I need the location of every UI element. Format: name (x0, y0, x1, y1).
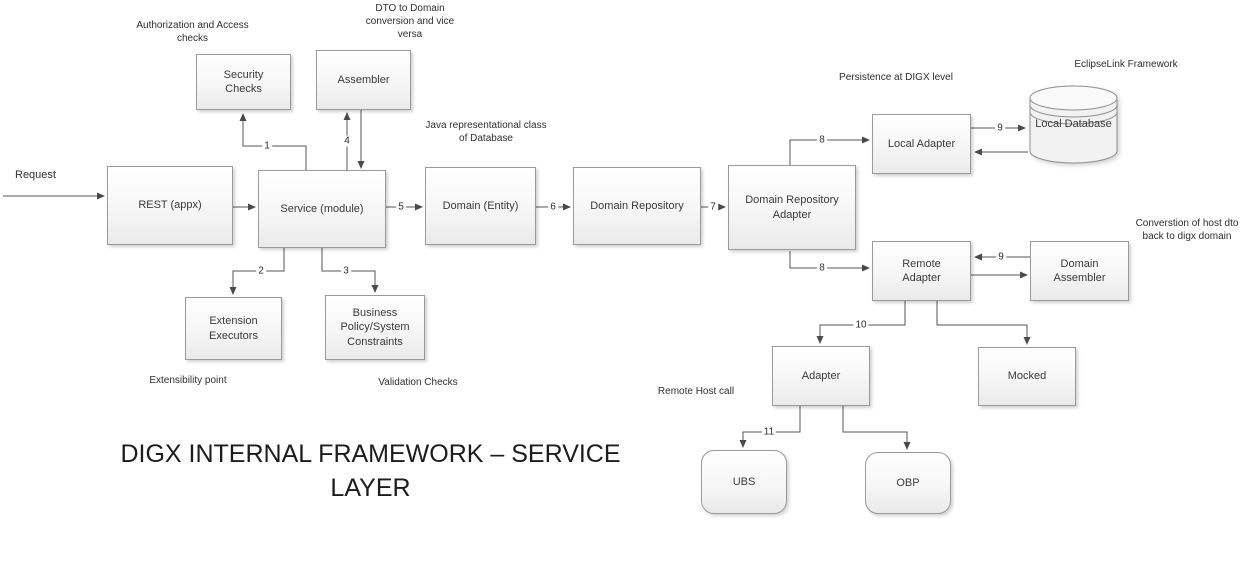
node-domain-repository: Domain Repository (573, 167, 701, 245)
annotation-eclipselink: EclipseLink Framework (1074, 59, 1178, 70)
node-obp: OBP (865, 452, 951, 514)
edge-label-9a: 9 (995, 122, 1005, 134)
node-domain-repository-adapter-label: Domain Repository Adapter (745, 194, 839, 221)
edge-label-10: 10 (853, 319, 869, 331)
node-extension-executors-label: Extension Executors (209, 315, 258, 342)
edge-adapter-to-obp (842, 406, 911, 450)
node-local-adapter-label: Local Adapter (887, 137, 956, 150)
edge-service-to-security (239, 113, 307, 170)
node-local-adapter: Local Adapter (872, 114, 971, 174)
node-security-checks: Security Checks (196, 54, 291, 110)
node-domain-repository-adapter: Domain Repository Adapter (728, 165, 856, 250)
node-adapter-label: Adapter (801, 369, 841, 382)
node-mocked-label: Mocked (1007, 370, 1047, 383)
edge-label-8b: 8 (817, 262, 827, 274)
node-business-policy: Business Policy/System Constraints (325, 295, 425, 360)
edge-label-9b: 9 (996, 251, 1006, 263)
edge-label-11: 11 (761, 426, 777, 438)
edge-remote-adapter-to-mocked (936, 301, 1031, 345)
edge-label-8a: 8 (817, 134, 827, 146)
annotation-remote-host: Remote Host call (657, 386, 735, 397)
annotation-extensibility: Extensibility point (149, 375, 227, 386)
edge-repo-adapter-to-remote-adapter (789, 251, 870, 272)
edge-label-1: 1 (262, 140, 272, 152)
node-mocked: Mocked (978, 347, 1076, 406)
node-rest-label: REST (appx) (138, 199, 202, 212)
node-local-database-label: Local Database (1035, 118, 1112, 130)
annotation-java-representation: Java representational class of Database (425, 120, 547, 144)
node-ubs-label: UBS (732, 475, 756, 488)
annotation-host-dto-conversion: Converstion of host dto back to digx dom… (1135, 218, 1239, 242)
node-assembler: Assembler (316, 50, 411, 110)
node-extension-executors: Extension Executors (185, 297, 282, 360)
node-rest: REST (appx) (107, 166, 233, 245)
node-local-database: Local Database (1028, 84, 1119, 166)
node-assembler-label: Assembler (337, 73, 390, 86)
node-business-policy-label: Business Policy/System Constraints (340, 307, 410, 348)
database-cylinder-icon (1029, 85, 1118, 164)
annotation-authorization: Authorization and Access checks (136, 20, 249, 44)
edge-label-3: 3 (341, 265, 351, 277)
node-service-label: Service (module) (280, 202, 364, 215)
edge-label-6: 6 (548, 201, 558, 213)
annotation-validation: Validation Checks (378, 377, 458, 388)
node-domain-assembler: Domain Assembler (1030, 241, 1129, 301)
edge-label-4: 4 (342, 135, 352, 147)
node-obp-label: OBP (896, 476, 920, 489)
node-domain-entity: Domain (Entity) (425, 167, 536, 245)
edge-label-2: 2 (256, 265, 266, 277)
node-domain-repository-label: Domain Repository (590, 199, 684, 212)
node-security-checks-label: Security Checks (223, 68, 264, 95)
request-label: Request (15, 169, 56, 181)
node-remote-adapter-label: Remote Adapter (902, 257, 941, 284)
annotation-persistence: Persistence at DIGX level (839, 72, 953, 83)
node-adapter: Adapter (772, 346, 870, 406)
edge-repo-adapter-to-local-adapter (789, 136, 870, 165)
node-remote-adapter: Remote Adapter (872, 241, 971, 301)
node-domain-entity-label: Domain (Entity) (442, 199, 519, 212)
node-domain-assembler-label: Domain Assembler (1053, 257, 1106, 284)
node-ubs: UBS (701, 450, 787, 514)
edge-label-5: 5 (396, 201, 406, 213)
annotation-dto-conversion: DTO to Domain conversion and vice versa (365, 3, 455, 40)
node-service: Service (module) (258, 170, 386, 248)
edge-label-7: 7 (708, 201, 718, 213)
diagram-title: DIGX INTERNAL FRAMEWORK – SERVICE LAYER (120, 440, 621, 502)
